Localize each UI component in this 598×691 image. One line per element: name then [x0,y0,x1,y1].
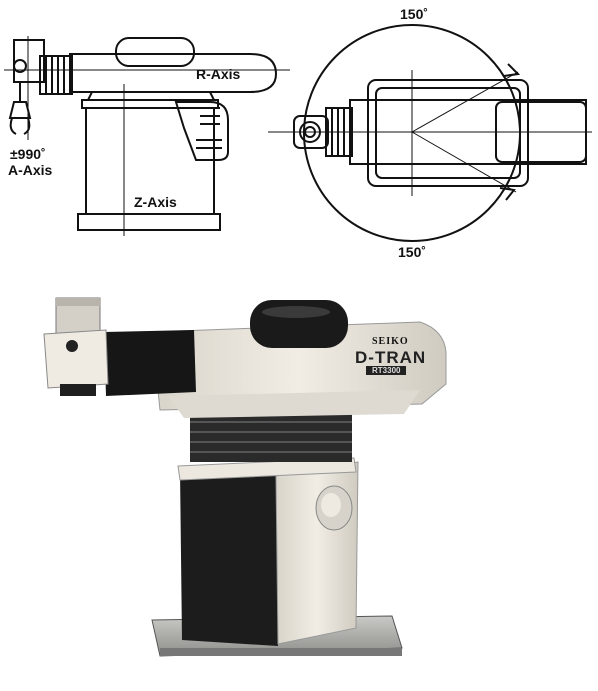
photo-wrist-block [104,330,196,396]
angle-top-label: 150˚ [400,6,429,22]
side-arm-cover [115,37,195,67]
photo-bellows [190,412,352,462]
photo-model-logo: D-TRAN [355,348,427,367]
side-gripper-joint [13,59,27,73]
z-axis-label: Z-Axis [134,194,177,210]
photo-column-dark [180,470,282,646]
a-axis-range-label: ±990˚ [10,146,46,162]
photo-brand-text: SEIKO [372,336,409,347]
angle-bottom-label: 150˚ [398,244,427,260]
side-wrist [39,55,73,95]
photo-column-light [275,461,359,645]
a-axis-label: A-Axis [8,162,53,178]
r-axis-label: R-Axis [196,66,241,82]
side-arm [69,53,278,93]
side-cable-carrier [174,101,229,161]
photo-arm-housing [151,321,447,411]
photo-model-plate: RT3300 [366,366,407,375]
side-gripper-head [13,39,45,83]
top-body [367,79,529,187]
